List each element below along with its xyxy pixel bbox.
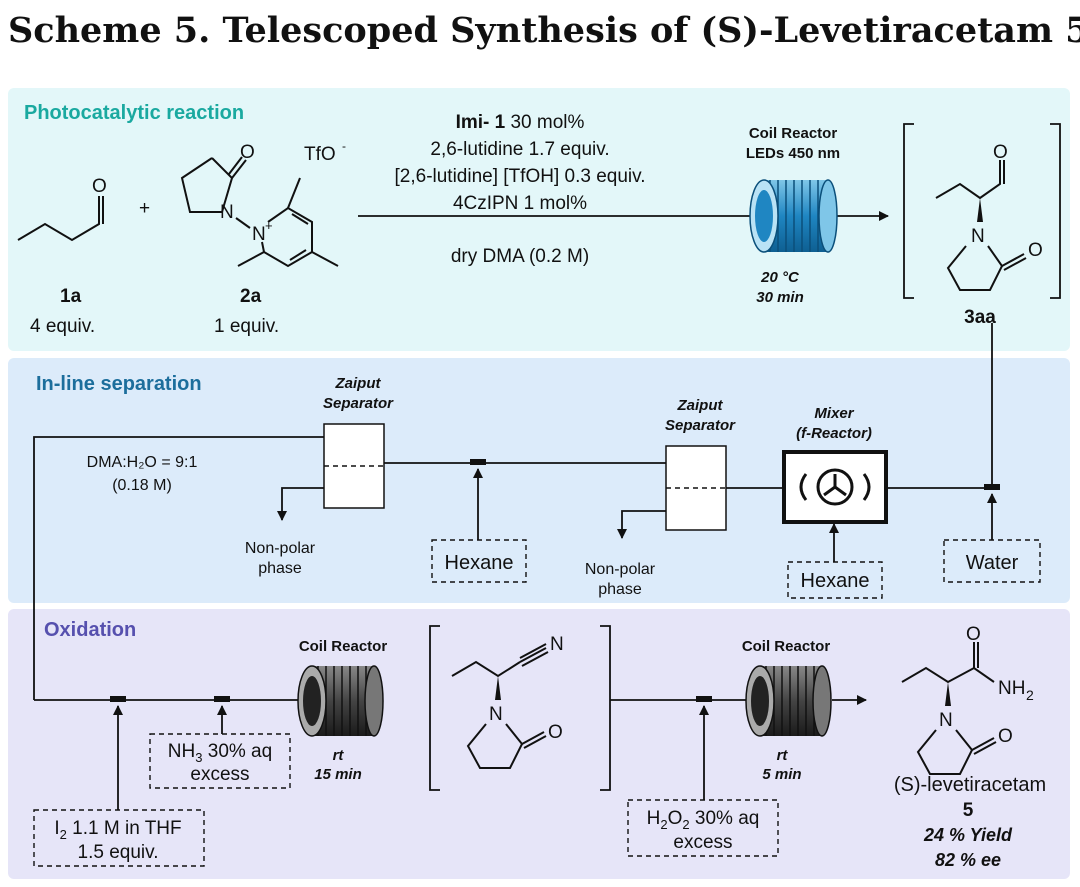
peroxide-label: H2O2 30% aq <box>647 808 760 832</box>
svg-text:NH: NH <box>998 678 1025 699</box>
nonpolar2-outlet-arrow <box>617 510 666 539</box>
svg-text:N: N <box>939 710 953 731</box>
svg-text:O: O <box>1028 240 1043 261</box>
svg-text:O: O <box>998 726 1013 747</box>
compound-1a-equiv: 4 equiv. <box>30 316 95 337</box>
compound-3aa-label: 3aa <box>964 307 996 328</box>
ammonia-feed-box <box>149 733 291 789</box>
catalyst-condition: Imi- 1 30 mol% <box>456 112 585 133</box>
reactor2-time: 5 min <box>762 766 801 783</box>
dma-ratio: DMA:H₂O = 9:1 <box>87 454 198 471</box>
svg-text:2: 2 <box>1026 687 1034 703</box>
svg-text:N: N <box>220 202 234 223</box>
zaiput2-label: Zaiput <box>677 397 724 414</box>
reactor2-temperature: rt <box>777 747 789 764</box>
polar-outflow-line <box>33 436 324 700</box>
product-ee: 82 % ee <box>935 850 1001 870</box>
product-number: 5 <box>963 800 974 821</box>
solvent-condition: dry DMA (0.2 M) <box>451 246 589 267</box>
nonpolar2-sub-label: phase <box>598 581 642 598</box>
hexane2-label: Hexane <box>801 570 870 592</box>
peroxide-tee <box>696 696 712 702</box>
hexane1-tee <box>470 459 486 465</box>
led-coil-reactor-icon <box>749 179 838 253</box>
hexane2-feed-box <box>787 561 883 599</box>
counterion: TfO <box>304 144 336 165</box>
lutidine-salt-condition: [2,6-lutidine] [TfOH] 0.3 equiv. <box>395 166 646 187</box>
ammonia-excess: excess <box>190 764 249 785</box>
lutidine-condition: 2,6-lutidine 1.7 equiv. <box>430 139 609 160</box>
nonpolar1-label: Non-polar <box>245 540 316 557</box>
pyridinium-structure: O N N + TfO - <box>180 139 346 268</box>
svg-text:N: N <box>252 224 266 245</box>
zaiput1-sub-label: Separator <box>323 395 394 412</box>
svg-text:N: N <box>489 704 503 725</box>
nonpolar1-sub-label: phase <box>258 560 302 577</box>
svg-text:+: + <box>265 218 273 233</box>
product-name: (S)-levetiracetam <box>894 774 1046 796</box>
scheme-title: Scheme 5. Telescoped Synthesis of (S)-Le… <box>8 10 1080 51</box>
water-label: Water <box>966 552 1019 574</box>
hexane1-feed-box <box>431 539 527 583</box>
levetiracetam-structure: O NH 2 N O <box>901 624 1034 775</box>
svg-text:O: O <box>548 722 563 743</box>
separation-panel <box>8 358 1070 603</box>
zaiput2-sub-label: Separator <box>665 417 736 434</box>
svg-text:-: - <box>342 139 346 153</box>
mixer-sub-label: (f-Reactor) <box>796 425 872 442</box>
iodine-equiv: 1.5 equiv. <box>78 842 159 863</box>
iodine-label: I2 1.1 M in THF <box>54 818 181 842</box>
svg-text:O: O <box>240 142 255 163</box>
photo-section-title: Photocatalytic reaction <box>24 102 244 124</box>
iodine-tee <box>110 696 126 702</box>
nonpolar1-outlet-arrow <box>277 487 324 521</box>
mixer-f-reactor-icon <box>782 450 888 524</box>
led-reactor-title: Coil Reactor <box>749 125 838 142</box>
coil-reactor-2-icon <box>745 665 832 737</box>
ammonia-tee <box>214 696 230 702</box>
hexane1-label: Hexane <box>445 552 514 574</box>
ammonia-label: NH3 30% aq <box>168 741 272 765</box>
svg-text:O: O <box>92 176 107 197</box>
separation-section-title: In-line separation <box>36 373 202 395</box>
photocatalyst-condition: 4CzIPN 1 mol% <box>453 193 587 214</box>
reactor1-title: Coil Reactor <box>299 638 388 655</box>
water-tee <box>984 484 1000 490</box>
svg-text:N: N <box>550 634 564 655</box>
peroxide-feed-box <box>627 799 779 857</box>
reactor2-title: Coil Reactor <box>742 638 831 655</box>
led-wavelength: LEDs 450 nm <box>746 145 840 162</box>
butanal-structure: O <box>17 176 107 242</box>
iodine-feed-box <box>33 809 205 867</box>
photocatalytic-panel <box>8 88 1070 351</box>
reactor1-temperature: rt <box>333 747 345 764</box>
nonpolar2-label: Non-polar <box>585 561 656 578</box>
reactor1-time: 15 min <box>314 766 362 783</box>
svg-text:O: O <box>993 142 1008 163</box>
svg-text:O: O <box>966 624 981 645</box>
zaiput1-label: Zaiput <box>335 375 382 392</box>
nitrile-intermediate-structure: N N O <box>429 625 611 791</box>
compound-2a-equiv: 1 equiv. <box>214 316 279 337</box>
oxidation-section-title: Oxidation <box>44 619 136 641</box>
compound-2a-label: 2a <box>240 286 262 307</box>
plus-sign: + <box>139 198 150 219</box>
mixer-label: Mixer <box>814 405 854 422</box>
peroxide-excess: excess <box>673 832 732 853</box>
photo-temperature: 20 °C <box>760 269 800 286</box>
dma-concentration: (0.18 M) <box>112 477 172 494</box>
coil-reactor-1-icon <box>297 665 384 737</box>
product-yield: 24 % Yield <box>923 825 1013 845</box>
water-feed-box <box>943 539 1041 583</box>
svg-text:N: N <box>971 226 985 247</box>
compound-1a-label: 1a <box>60 286 82 307</box>
aldehyde-intermediate-structure: O N O <box>903 123 1061 299</box>
photo-time: 30 min <box>756 289 804 306</box>
